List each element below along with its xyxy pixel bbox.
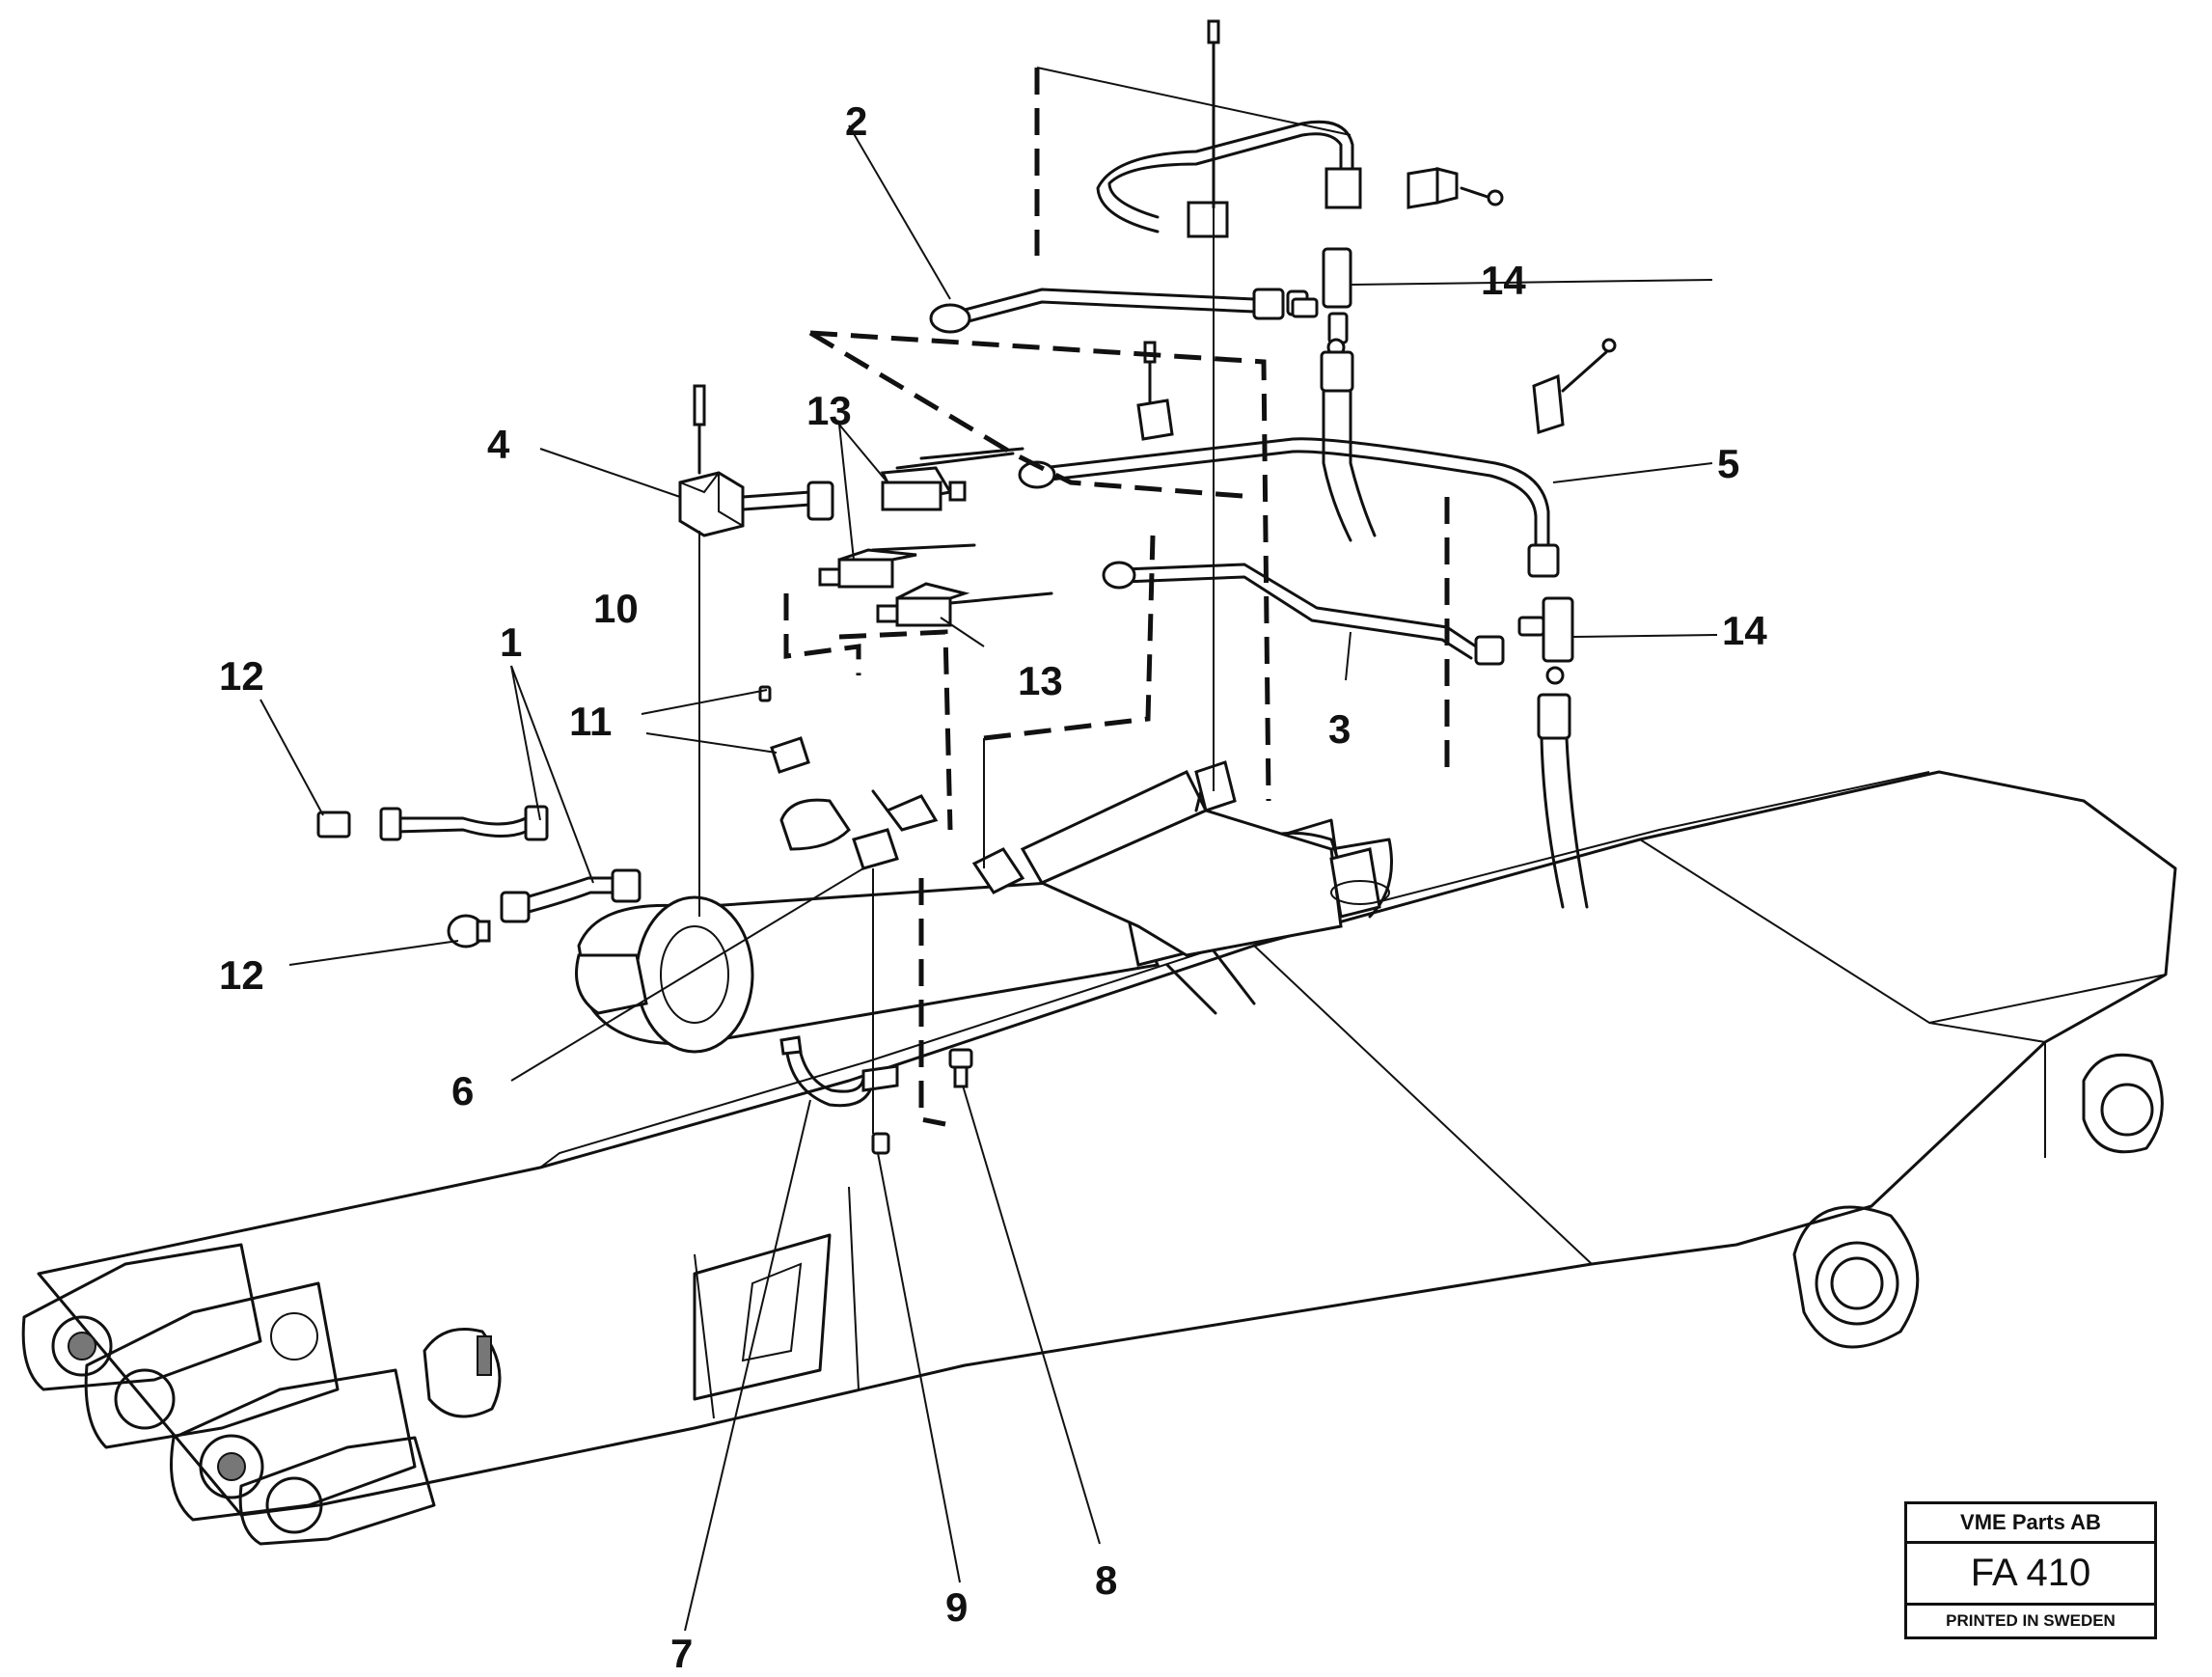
callout-14-upper: 14 [1481, 258, 1526, 303]
callout-5: 5 [1717, 441, 1739, 486]
hose-1-lower [500, 868, 642, 923]
boom-arm [37, 770, 2177, 1517]
callout-3: 3 [1328, 706, 1351, 752]
clamp-7 [779, 1035, 899, 1108]
callout-10: 10 [593, 586, 639, 631]
callout-8: 8 [1095, 1557, 1117, 1603]
printed-note: PRINTED IN SWEDEN [1946, 1611, 2116, 1630]
callout-4: 4 [487, 422, 510, 467]
callout-2: 2 [845, 98, 867, 144]
plug-12-lower [447, 914, 491, 948]
callout-13-upper: 13 [806, 388, 852, 433]
callout-11: 11 [569, 699, 612, 744]
leader-lines [259, 124, 1718, 1632]
hose-1-upper [379, 805, 549, 841]
title-block: VME Parts AB FA 410 PRINTED IN SWEDEN [1904, 1501, 2157, 1639]
block-4 [678, 384, 834, 537]
boom-fork-lugs [21, 1243, 436, 1546]
tee-fitting-lower [1517, 596, 1589, 909]
bolt-8 [948, 1048, 973, 1088]
switch-bracket [971, 760, 1393, 957]
pressure-switch-upper [880, 447, 1024, 511]
pressure-switch-lower [876, 582, 1053, 627]
callout-12-lower: 12 [219, 952, 264, 998]
company-name: VME Parts AB [1907, 1504, 2154, 1544]
callouts: 2 4 13 13 3 5 14 14 1 12 12 10 11 6 7 9 … [219, 98, 1767, 1676]
tee-fitting-upper [1291, 247, 1377, 542]
top-clamp [1406, 167, 1504, 209]
figure-code: FA 410 [1907, 1544, 2154, 1606]
clamp-11 [758, 685, 810, 774]
pipe-5 [1018, 437, 1560, 578]
nut-9 [871, 1132, 890, 1155]
callout-12-upper: 12 [219, 653, 264, 699]
callout-9: 9 [945, 1584, 968, 1630]
collar-clamp [779, 789, 939, 870]
pipe-3 [1102, 561, 1505, 666]
callout-7: 7 [670, 1631, 693, 1676]
pipe-2 [929, 288, 1309, 334]
callout-1: 1 [500, 619, 522, 665]
callout-6: 6 [451, 1068, 474, 1113]
pipe-u-top [1096, 120, 1362, 238]
pressure-switch-middle [818, 543, 976, 589]
assembly-dash-lines [698, 67, 1450, 1134]
plug-12-upper [316, 811, 351, 838]
callout-14-lower: 14 [1722, 608, 1767, 653]
callout-13-lower: 13 [1018, 658, 1063, 703]
pipe-5-clamp [1532, 338, 1617, 434]
